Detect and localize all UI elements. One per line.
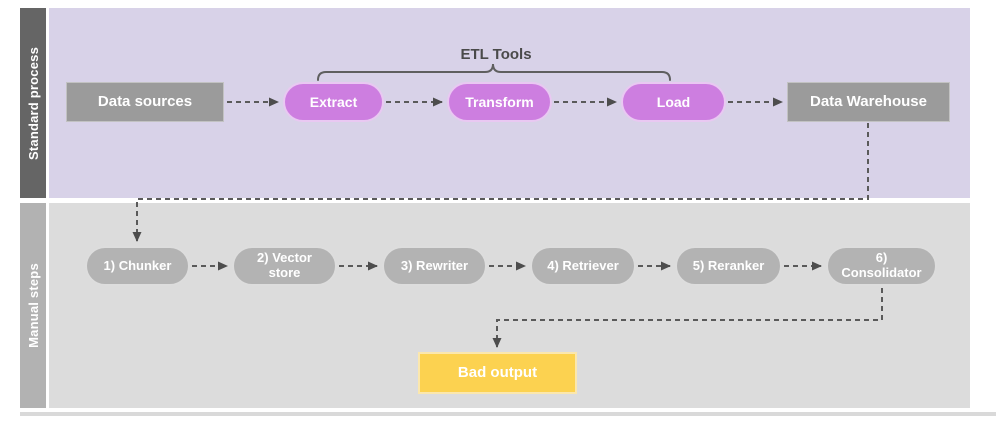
node-load: Load <box>621 82 726 122</box>
node-chunker: 1) Chunker <box>85 246 190 286</box>
node-retriever: 4) Retriever <box>530 246 636 286</box>
node-consolidator: 6) Consolidator <box>826 246 937 286</box>
cropped-lane-edge <box>20 412 996 416</box>
lane-label-manual-steps: Manual steps <box>25 263 41 348</box>
node-transform: Transform <box>447 82 552 122</box>
node-extract: Extract <box>283 82 384 122</box>
node-data-sources: Data sources <box>66 82 224 122</box>
lane-header-manual-steps: Manual steps <box>20 203 46 408</box>
etl-tools-label: ETL Tools <box>460 46 532 63</box>
node-data-warehouse: Data Warehouse <box>787 82 950 122</box>
lane-label-standard-process: Standard process <box>25 46 41 160</box>
node-bad-output: Bad output <box>418 352 577 394</box>
node-rewriter: 3) Rewriter <box>382 246 487 286</box>
node-reranker: 5) Reranker <box>675 246 782 286</box>
node-vector-store: 2) Vector store <box>232 246 337 286</box>
lane-header-standard-process: Standard process <box>20 8 46 198</box>
